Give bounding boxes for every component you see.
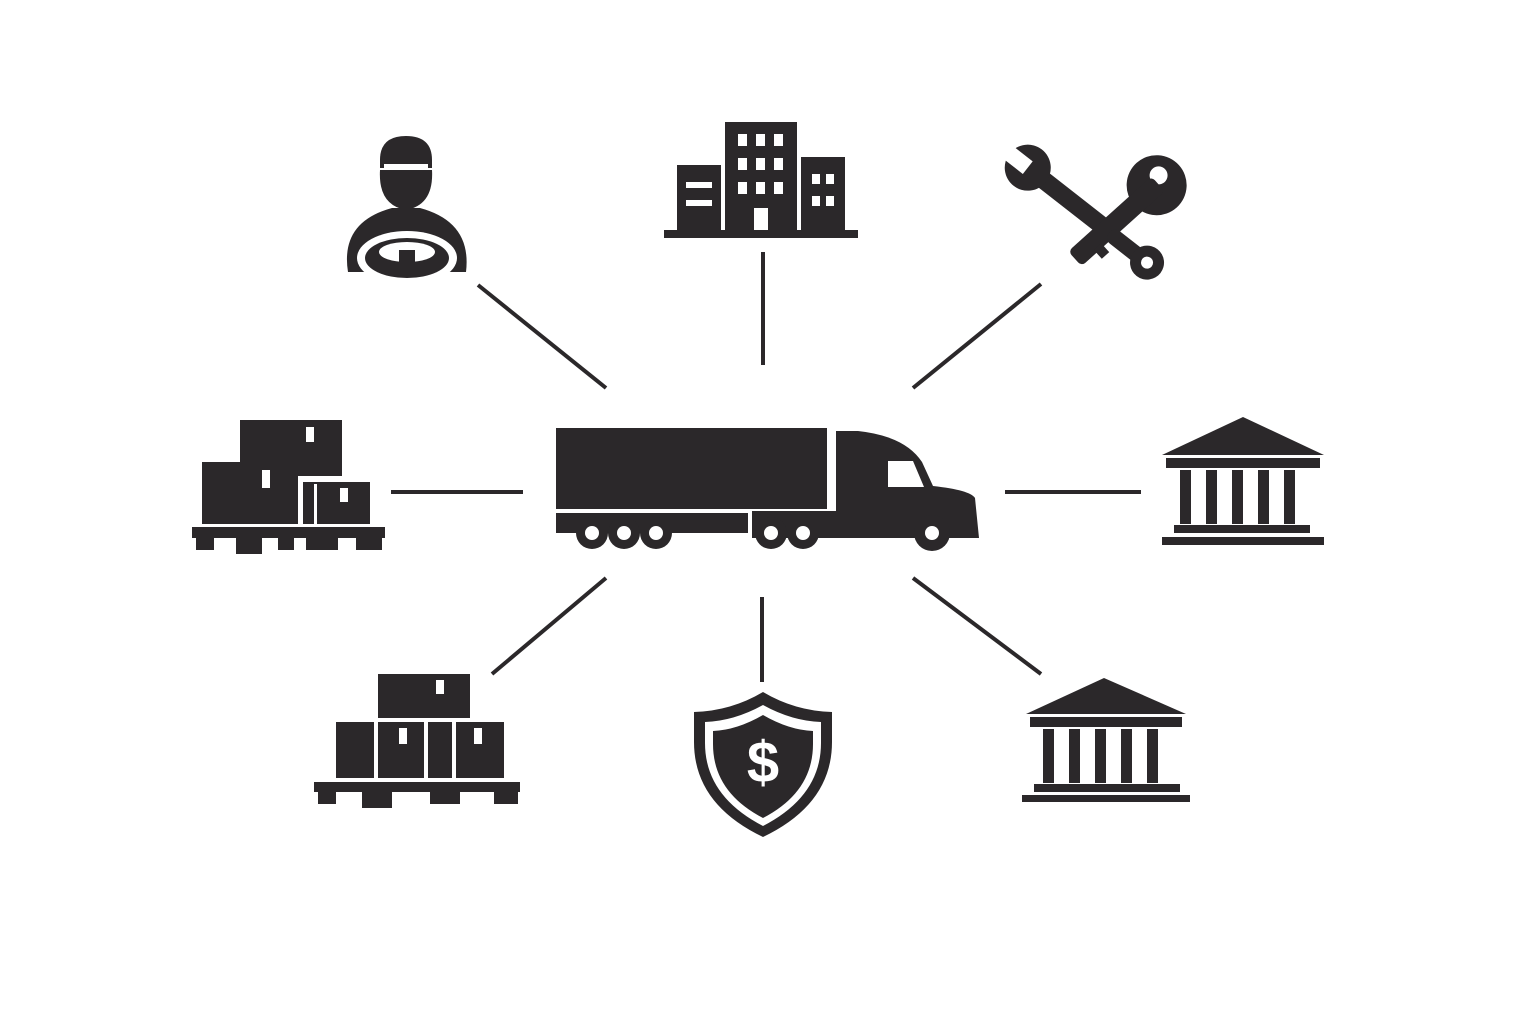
- bank-icon: [1162, 417, 1324, 545]
- connector-bottom-right: [911, 576, 1043, 676]
- semi-truck-icon: [556, 428, 979, 551]
- wrench-and-key-icon: [1002, 144, 1187, 280]
- dollar-sign: $: [747, 730, 779, 795]
- connector-bottom-left: [490, 576, 608, 676]
- cargo-pallet-icon: [314, 674, 520, 808]
- connector-top-right: [911, 282, 1043, 390]
- driver-icon: [346, 136, 467, 285]
- connector-top-left: [476, 283, 608, 390]
- cargo-pallet-icon: [192, 420, 385, 554]
- connector-lines: [391, 252, 1141, 682]
- bank-icon: [1022, 678, 1190, 802]
- office-building-icon: [664, 122, 858, 238]
- insurance-shield-dollar-icon: $: [694, 692, 832, 837]
